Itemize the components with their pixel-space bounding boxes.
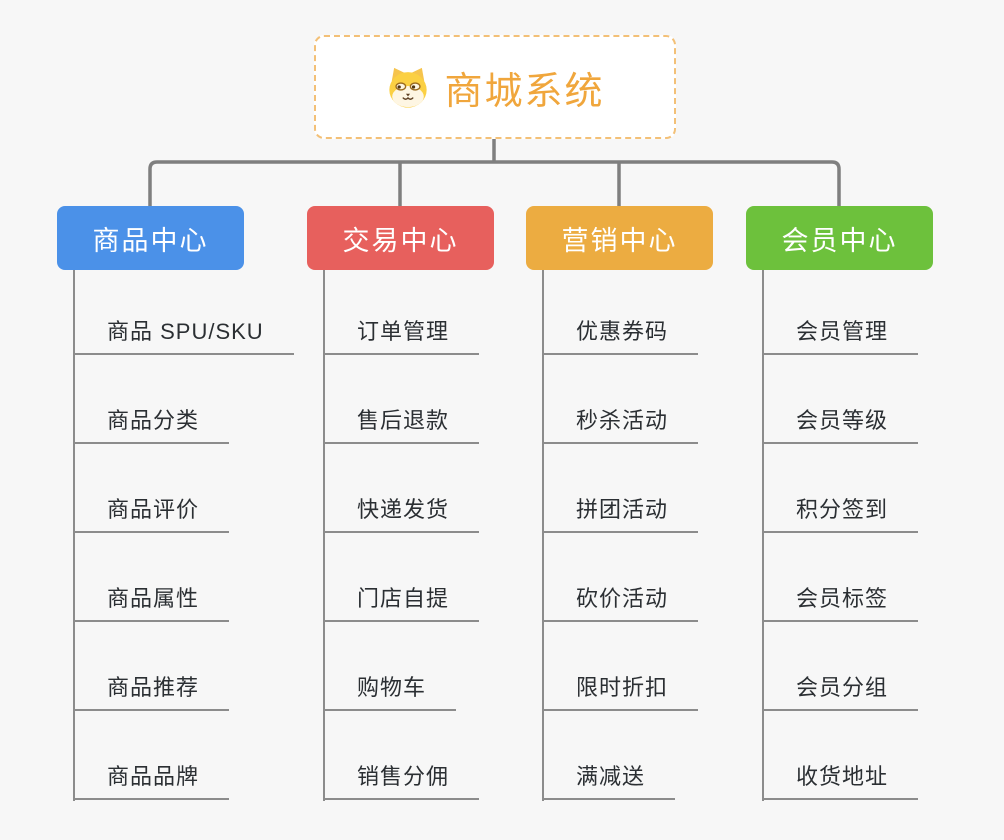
leaf-item[interactable]: 门店自提 [323,533,480,622]
leaf-label: 秒杀活动 [576,408,669,433]
leaf-label: 会员分组 [796,675,889,700]
leaf-item[interactable]: 销售分佣 [323,711,480,800]
leaf-label: 砍价活动 [576,586,669,611]
leaf-item[interactable]: 优惠券码 [542,266,699,355]
leaf-item[interactable]: 满减送 [542,711,676,800]
branch-items: 优惠券码 秒杀活动 拼团活动 砍价活动 限时折扣 满减送 [542,266,699,800]
leaf-label: 积分签到 [796,497,889,522]
leaf-label: 商品属性 [107,586,200,611]
dog-face-icon [385,65,431,109]
leaf-item[interactable]: 收货地址 [762,711,919,800]
branch-items: 商品 SPU/SKU 商品分类 商品评价 商品属性 商品推荐 商品品牌 [73,266,294,800]
branch-marketing-center: 营销中心 优惠券码 秒杀活动 拼团活动 砍价活动 限时折扣 满减送 [526,206,713,801]
leaf-label: 购物车 [357,675,427,700]
branch-header-product[interactable]: 商品中心 [57,206,244,270]
leaf-label: 优惠券码 [576,319,669,344]
leaf-item[interactable]: 会员等级 [762,355,919,444]
branch-header-marketing[interactable]: 营销中心 [526,206,713,270]
leaf-item[interactable]: 会员分组 [762,622,919,711]
leaf-item[interactable]: 商品 SPU/SKU [73,266,294,355]
leaf-item[interactable]: 快递发货 [323,444,480,533]
leaf-label: 订单管理 [357,319,450,344]
leaf-label: 限时折扣 [576,675,669,700]
leaf-label: 满减送 [576,764,646,789]
leaf-label: 快递发货 [357,497,450,522]
leaf-item[interactable]: 会员管理 [762,266,919,355]
leaf-label: 会员等级 [796,408,889,433]
branch-items: 会员管理 会员等级 积分签到 会员标签 会员分组 收货地址 [762,266,919,800]
branch-line [73,270,75,801]
branch-header-trade[interactable]: 交易中心 [307,206,494,270]
leaf-item[interactable]: 拼团活动 [542,444,699,533]
leaf-item[interactable]: 积分签到 [762,444,919,533]
leaf-label: 售后退款 [357,408,450,433]
leaf-item[interactable]: 秒杀活动 [542,355,699,444]
leaf-label: 商品评价 [107,497,200,522]
branch-line [542,270,544,801]
leaf-label: 销售分佣 [357,764,450,789]
leaf-item[interactable]: 商品属性 [73,533,230,622]
leaf-item[interactable]: 售后退款 [323,355,480,444]
branch-trade-center: 交易中心 订单管理 售后退款 快递发货 门店自提 购物车 销售分佣 [307,206,494,801]
leaf-item[interactable]: 会员标签 [762,533,919,622]
leaf-item[interactable]: 商品品牌 [73,711,230,800]
leaf-label: 商品品牌 [107,764,200,789]
branch-member-center: 会员中心 会员管理 会员等级 积分签到 会员标签 会员分组 收货地址 [746,206,933,801]
leaf-label: 收货地址 [796,764,889,789]
leaf-item[interactable]: 订单管理 [323,266,480,355]
leaf-label: 商品推荐 [107,675,200,700]
leaf-item[interactable]: 商品分类 [73,355,230,444]
leaf-item[interactable]: 砍价活动 [542,533,699,622]
branch-line [323,270,325,801]
leaf-label: 会员管理 [796,319,889,344]
branch-header-member[interactable]: 会员中心 [746,206,933,270]
leaf-label: 会员标签 [796,586,889,611]
root-node[interactable]: 商城系统 [314,35,676,139]
leaf-label: 拼团活动 [576,497,669,522]
leaf-item[interactable]: 商品评价 [73,444,230,533]
branch-items: 订单管理 售后退款 快递发货 门店自提 购物车 销售分佣 [323,266,480,800]
leaf-label: 门店自提 [357,586,450,611]
branch-product-center: 商品中心 商品 SPU/SKU 商品分类 商品评价 商品属性 商品推荐 商品品牌 [57,206,294,801]
leaf-item[interactable]: 商品推荐 [73,622,230,711]
leaf-label: 商品分类 [107,408,200,433]
root-title: 商城系统 [444,70,605,113]
leaf-label: 商品 SPU/SKU [107,319,264,344]
leaf-item[interactable]: 限时折扣 [542,622,699,711]
branch-line [762,270,764,801]
leaf-item[interactable]: 购物车 [323,622,457,711]
